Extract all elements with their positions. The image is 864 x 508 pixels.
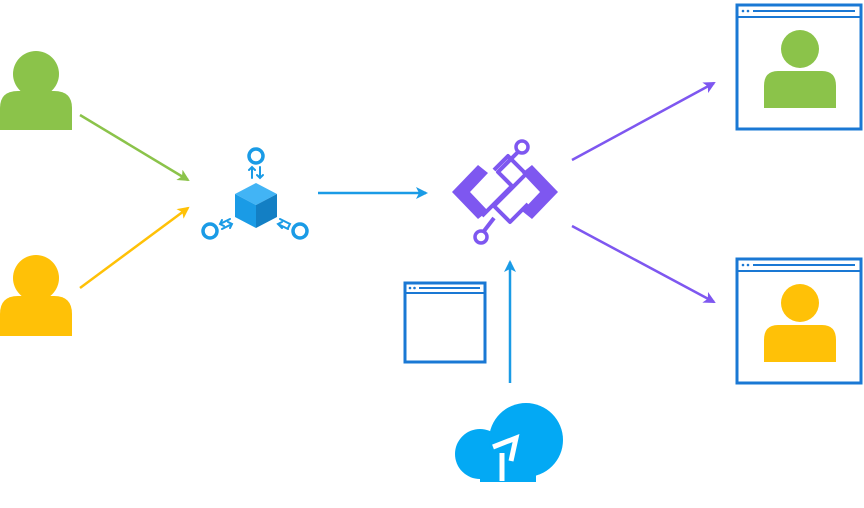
edge-gateway-to-output-green (571, 81, 716, 162)
cloud-upload-icon (455, 403, 563, 482)
edge-user-yellow-to-hub (79, 206, 190, 290)
edge-gateway-to-output-yellow (571, 224, 716, 304)
user-green-icon (0, 51, 72, 130)
cube-hub-icon (201, 147, 309, 240)
browser-user-green-icon (735, 3, 863, 131)
code-gateway-icon (452, 139, 558, 245)
edge-user-green-to-hub (79, 113, 190, 182)
user-yellow-icon (0, 255, 72, 336)
browser-window-icon (403, 281, 487, 364)
browser-user-yellow-icon (735, 257, 863, 385)
